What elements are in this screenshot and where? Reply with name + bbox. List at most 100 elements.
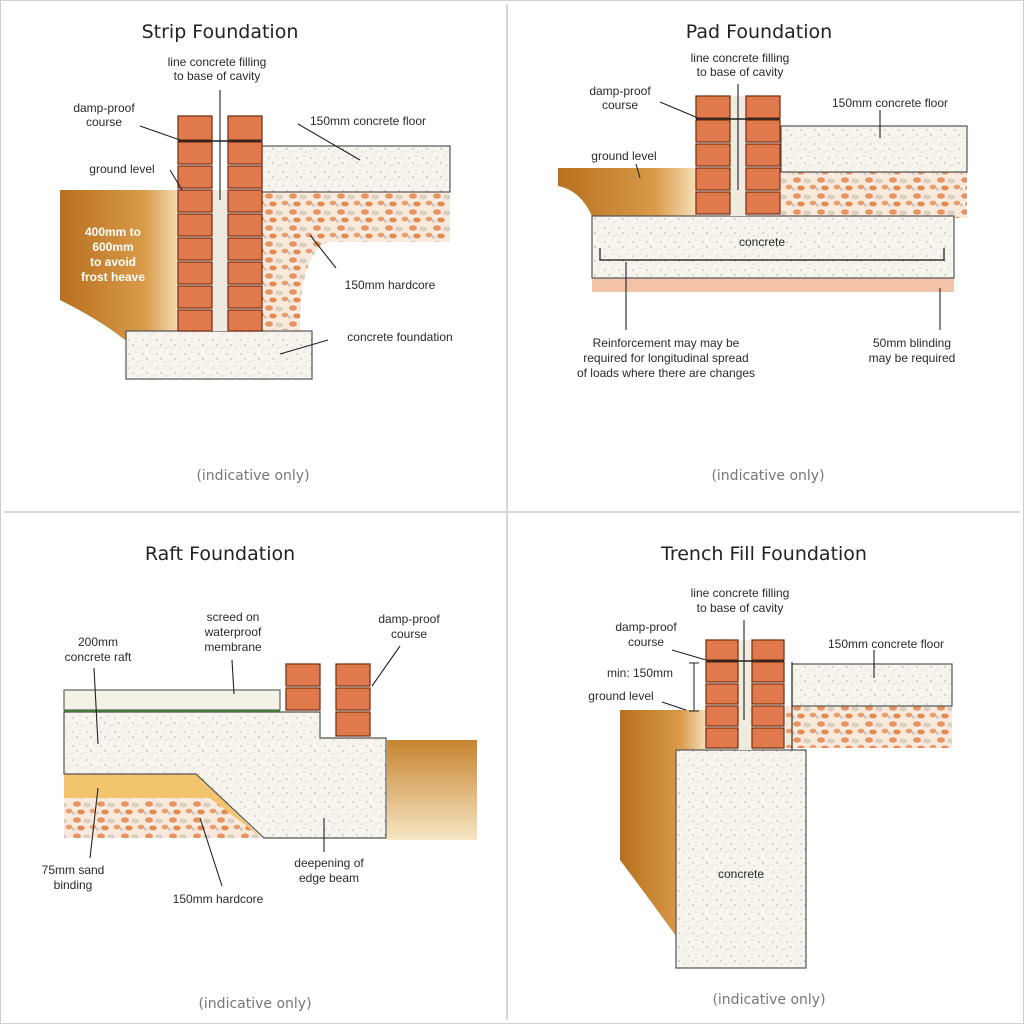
trench-fill-foundation-panel: Trench Fill Foundation — [588, 543, 953, 1008]
raft-hardcore-leader — [199, 817, 223, 887]
strip-label-foundation: concrete foundation — [347, 330, 452, 344]
strip-brick-leaf-left — [177, 115, 213, 332]
trench-label-cavity-1: line concrete filling — [691, 586, 790, 600]
pad-dpc-leader — [659, 101, 699, 119]
trench-note: (indicative only) — [712, 992, 825, 1008]
pad-concrete-floor — [780, 125, 968, 173]
pad-reinforcement-bar — [599, 248, 945, 261]
pad-note: (indicative only) — [711, 468, 824, 484]
strip-label-depth-2: 600mm — [92, 240, 133, 254]
strip-label-depth-3: to avoid — [90, 255, 136, 269]
raft-slab-leader — [93, 667, 99, 745]
raft-label-hardcore: 150mm hardcore — [173, 892, 264, 906]
strip-label-depth-1: 400mm to — [85, 225, 141, 239]
horizontal-divider — [4, 511, 1020, 513]
strip-floor-leader — [297, 123, 361, 161]
raft-brick-leaf-right — [335, 663, 371, 737]
trench-brick-leaf-left — [705, 639, 739, 749]
pad-soil — [558, 168, 696, 216]
trench-label-dpc-2: course — [628, 635, 664, 649]
raft-sand-leader — [89, 787, 99, 859]
pad-brick-leaf-left — [695, 95, 731, 215]
trench-ground-leader — [661, 701, 687, 711]
trench-title: Trench Fill Foundation — [660, 543, 867, 565]
trench-label-concrete: concrete — [718, 867, 764, 881]
pad-label-floor: 150mm concrete floor — [832, 96, 948, 110]
pad-blinding — [592, 278, 954, 292]
pad-label-dpc-2: course — [602, 98, 638, 112]
raft-label-beam-1: deepening of — [294, 856, 364, 870]
raft-soil — [387, 740, 477, 840]
strip-label-ground: ground level — [89, 162, 154, 176]
strip-label-hardcore: 150mm hardcore — [345, 278, 436, 292]
strip-foundation-panel: Strip Foundation — [60, 21, 453, 484]
raft-screed-leader — [231, 659, 235, 695]
strip-brick-leaf-right — [227, 115, 263, 332]
trench-brick-leaf-right — [751, 639, 785, 749]
raft-label-beam-2: edge beam — [299, 871, 359, 885]
strip-soil — [60, 190, 180, 340]
raft-label-dpc-2: course — [391, 627, 427, 641]
pad-brick-leaf-right — [745, 95, 781, 215]
pad-label-reinforcement-3: of loads where there are changes — [577, 366, 755, 380]
trench-cavity-fill — [738, 640, 752, 750]
pad-foundation-panel: Pad Foundation — [558, 21, 968, 484]
strip-cavity-fill — [212, 190, 228, 331]
strip-hardcore — [262, 192, 450, 330]
trench-label-ground: ground level — [588, 689, 653, 703]
pad-label-blinding-2: may be required — [869, 351, 956, 365]
strip-foundation-leader — [279, 339, 329, 355]
trench-label-cavity-2: to base of cavity — [697, 601, 784, 615]
raft-note: (indicative only) — [198, 996, 311, 1012]
trench-soil — [620, 710, 706, 936]
pad-ground-leader — [635, 163, 641, 179]
strip-concrete-floor — [261, 145, 451, 193]
strip-label-cavity-2: to base of cavity — [174, 69, 261, 83]
pad-label-reinforcement-2: required for longitudinal spread — [583, 351, 748, 365]
strip-hardcore-leader — [309, 234, 337, 269]
pad-hardcore — [781, 172, 967, 218]
raft-label-dpc-1: damp-proof — [378, 612, 440, 626]
raft-foundation-panel: Raft Foundation — [42, 543, 477, 1012]
strip-label-depth-4: frost heave — [81, 270, 145, 284]
pad-concrete — [591, 215, 955, 279]
strip-ground-leader — [169, 169, 183, 191]
raft-label-sand-2: binding — [54, 878, 93, 892]
strip-label-dpc-1: damp-proof — [73, 101, 135, 115]
raft-label-sand-1: 75mm sand — [42, 863, 105, 877]
pad-label-ground: ground level — [591, 149, 656, 163]
pad-label-cavity-1: line concrete filling — [691, 51, 790, 65]
raft-label-screed-2: waterproof — [204, 625, 262, 639]
pad-label-dpc-1: damp-proof — [589, 84, 651, 98]
pad-label-concrete: concrete — [739, 235, 785, 249]
trench-concrete — [675, 749, 807, 969]
raft-label-screed-3: membrane — [204, 640, 262, 654]
trench-concrete-floor — [791, 663, 953, 707]
strip-label-cavity-1: line concrete filling — [168, 55, 267, 69]
pad-label-reinforcement-1: Reinforcement may may be — [593, 336, 740, 350]
pad-label-blinding-1: 50mm blinding — [873, 336, 951, 350]
raft-label-screed-1: screed on — [207, 610, 260, 624]
pad-title: Pad Foundation — [686, 21, 832, 43]
trench-dpc-leader — [671, 649, 707, 661]
trench-hardcore — [786, 706, 952, 748]
strip-concrete-foundation — [125, 330, 313, 380]
raft-title: Raft Foundation — [145, 543, 295, 565]
raft-label-slab-2: concrete raft — [65, 650, 132, 664]
strip-note: (indicative only) — [196, 468, 309, 484]
trench-label-min: min: 150mm — [607, 666, 673, 680]
strip-title: Strip Foundation — [142, 21, 299, 43]
raft-label-slab-1: 200mm — [78, 635, 118, 649]
raft-dpc-leader — [371, 645, 401, 687]
trench-label-dpc-1: damp-proof — [615, 620, 677, 634]
trench-label-floor: 150mm concrete floor — [828, 637, 944, 651]
strip-dpc-leader — [139, 125, 181, 141]
strip-label-dpc-2: course — [86, 115, 122, 129]
raft-brick-leaf-left — [285, 663, 321, 711]
raft-hardcore — [64, 798, 262, 838]
raft-concrete-slab — [63, 711, 387, 839]
strip-label-floor: 150mm concrete floor — [310, 114, 426, 128]
pad-label-cavity-2: to base of cavity — [697, 65, 784, 79]
